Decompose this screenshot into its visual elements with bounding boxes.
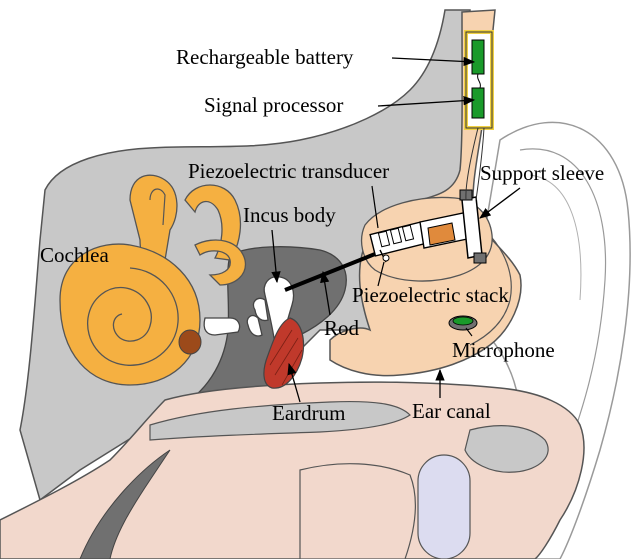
label-eardrum: Eardrum [272, 401, 345, 425]
processor-chip [472, 88, 484, 118]
label-support-sleeve: Support sleeve [480, 161, 604, 185]
label-piezoelectric-stack: Piezoelectric stack [352, 283, 509, 307]
microphone [449, 316, 477, 330]
label-microphone: Microphone [452, 338, 555, 362]
label-signal-processor: Signal processor [204, 93, 343, 117]
battery-processor-device [466, 32, 492, 128]
lower-tissue-inner [300, 464, 415, 559]
label-cochlea: Cochlea [40, 243, 109, 267]
battery-cell [472, 40, 484, 74]
label-rod: Rod [324, 316, 360, 340]
label-incus-body: Incus body [243, 203, 336, 227]
label-piezoelectric-transducer: Piezoelectric transducer [188, 159, 389, 183]
round-window [179, 330, 201, 354]
label-rechargeable-battery: Rechargeable battery [176, 45, 354, 69]
pale-blue-block [418, 455, 470, 559]
label-ear-canal: Ear canal [412, 399, 491, 423]
